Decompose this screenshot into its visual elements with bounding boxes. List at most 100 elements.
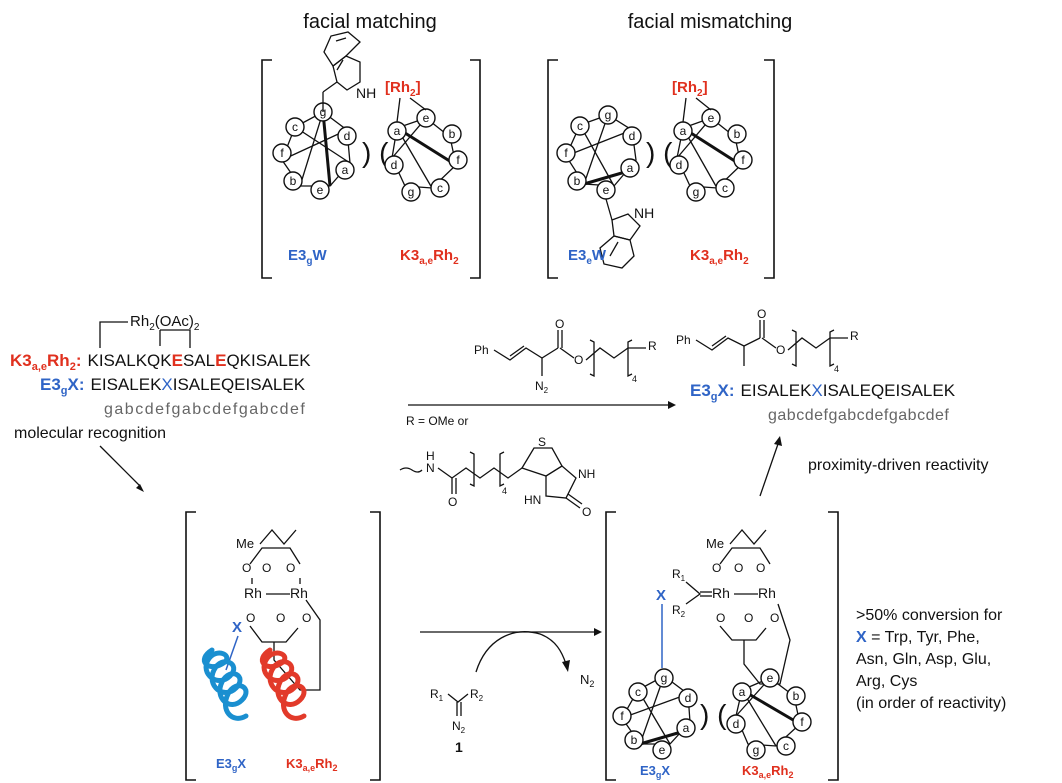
svg-text:O: O <box>302 611 311 625</box>
residue-c: c <box>635 685 641 699</box>
helix-blue-left <box>201 647 249 721</box>
residue-g: g <box>753 743 760 757</box>
residue-b: b <box>449 127 456 141</box>
residue-a: a <box>739 685 746 699</box>
label-e3gx-right: E3gX <box>640 763 670 780</box>
mismatching-bracket-left <box>547 59 558 279</box>
curved-arrow-n2 <box>475 631 567 673</box>
curved-arrow-n2-head <box>562 660 570 672</box>
residue-c: c <box>783 739 789 753</box>
complex-right-bracket-open <box>605 511 616 781</box>
compound-number: 1 <box>455 739 463 755</box>
svg-text:O: O <box>744 611 753 625</box>
svg-text:O: O <box>757 307 766 321</box>
residue-f: f <box>280 146 284 160</box>
svg-text:N: N <box>426 461 435 475</box>
svg-text:N2: N2 <box>452 719 466 735</box>
complex-right-bracket-close <box>828 511 839 781</box>
label-k3aerh2-mismatching: K3a,eRh2 <box>690 247 749 267</box>
diazo-ester-structure: Ph O N2 O R 4 <box>474 317 657 395</box>
complex-left-bracket-open <box>185 511 196 781</box>
conversion-line-5: (in order of reactivity) <box>856 695 1006 712</box>
svg-text:H: H <box>426 449 435 463</box>
heptad-wheel-mismatching-left: c g d f a b e <box>556 105 642 200</box>
conversion-line-3: Asn, Gln, Asp, Glu, <box>856 651 991 668</box>
matching-bracket-right <box>470 59 481 279</box>
residue-f: f <box>564 146 568 160</box>
residue-b: b <box>734 127 741 141</box>
residue-f: f <box>741 153 745 167</box>
x-residue-right: X <box>656 587 666 604</box>
residue-a: a <box>342 163 349 177</box>
rh-bracket-mismatching: [Rh2] <box>672 79 708 99</box>
conversion-line-4: Arg, Cys <box>856 673 917 690</box>
residue-a: a <box>394 124 401 138</box>
svg-text:Ph: Ph <box>676 333 691 347</box>
svg-text:4: 4 <box>502 486 507 496</box>
heptad-wheel-complex-left: c g d f a b e <box>612 668 698 760</box>
residue-a: a <box>683 721 690 735</box>
svg-text:Rh: Rh <box>758 585 776 601</box>
rh-tether-left <box>99 321 128 348</box>
residue-b: b <box>574 174 581 188</box>
rh-bracket-matching: [Rh2] <box>385 79 421 99</box>
rh-tether-right <box>160 329 191 348</box>
indole-nh-mismatching: NH <box>634 205 654 221</box>
residue-g: g <box>661 671 668 685</box>
svg-text:O: O <box>716 611 725 625</box>
rh-linker-matching-2 <box>409 97 427 111</box>
label-k3aerh2-matching: K3a,eRh2 <box>400 247 459 267</box>
diazo-compound-1: R1 R2 N2 1 <box>430 687 484 755</box>
label-k3aerh2-right: K3a,eRh2 <box>742 763 794 780</box>
r-definition: R = OMe or <box>406 414 468 428</box>
matching-bracket-left <box>261 59 272 279</box>
svg-text:R1: R1 <box>430 687 444 703</box>
heptad-wheel-matching-left: c g d f a b e <box>272 102 357 200</box>
svg-text:Ph: Ph <box>474 343 489 357</box>
svg-text:Rh: Rh <box>244 585 262 601</box>
svg-text:Rh: Rh <box>290 585 308 601</box>
svg-text:R1: R1 <box>672 567 686 583</box>
recognition-arrow-head <box>136 484 144 492</box>
residue-e: e <box>659 743 666 757</box>
heptad-wheel-matching-right: a e b f d g c <box>384 108 468 202</box>
paren-complex: ) ( <box>700 699 727 730</box>
heptad-register-right: gabcdefgabcdefgabcdef <box>768 407 949 424</box>
svg-text:N2: N2 <box>535 379 549 395</box>
svg-text:O: O <box>276 611 285 625</box>
residue-e: e <box>317 183 324 197</box>
residue-e: e <box>423 111 430 125</box>
residue-c: c <box>292 120 298 134</box>
reactivity-arrow-head <box>774 436 782 446</box>
indole-nh-matching: NH <box>356 85 376 101</box>
svg-text:O: O <box>582 505 591 519</box>
e3-sequence-line: E3gX:EISALEKXISALEQEISALEK <box>40 375 306 397</box>
heptad-wheel-mismatching-right: a e b f d g c <box>669 108 753 202</box>
mismatching-bracket-right <box>764 59 775 279</box>
residue-a: a <box>680 124 687 138</box>
paren-mismatch-1: ) ( <box>646 137 673 168</box>
svg-text:R2: R2 <box>672 603 686 619</box>
molecular-recognition-label: molecular recognition <box>14 425 166 442</box>
label-e3ew: E3eW <box>568 247 607 267</box>
residue-d: d <box>676 158 683 172</box>
svg-text:O: O <box>246 611 255 625</box>
svg-text:4: 4 <box>834 364 839 374</box>
recognition-arrow <box>99 445 141 487</box>
conversion-line-1: >50% conversion for <box>856 607 1003 624</box>
residue-b: b <box>793 689 800 703</box>
svg-text:O: O <box>286 561 295 575</box>
residue-e: e <box>767 671 774 685</box>
facial-matching-title: facial matching <box>303 11 436 33</box>
biotin-structure: H N O 4 S NH HN O <box>399 435 595 519</box>
svg-text:O: O <box>712 561 721 575</box>
rh-reagent-label: Rh2(OAc)2 <box>130 313 200 333</box>
residue-g: g <box>693 185 700 199</box>
heptad-wheel-complex-right: a e b f d g c <box>726 668 812 760</box>
svg-text:O: O <box>734 561 743 575</box>
svg-text:NH: NH <box>578 467 595 481</box>
k3-sequence-line: K3a,eRh2:KISALKQKESALEQKISALEK <box>10 351 311 373</box>
indole-matching <box>322 31 361 112</box>
svg-text:R2: R2 <box>470 687 484 703</box>
svg-text:O: O <box>756 561 765 575</box>
